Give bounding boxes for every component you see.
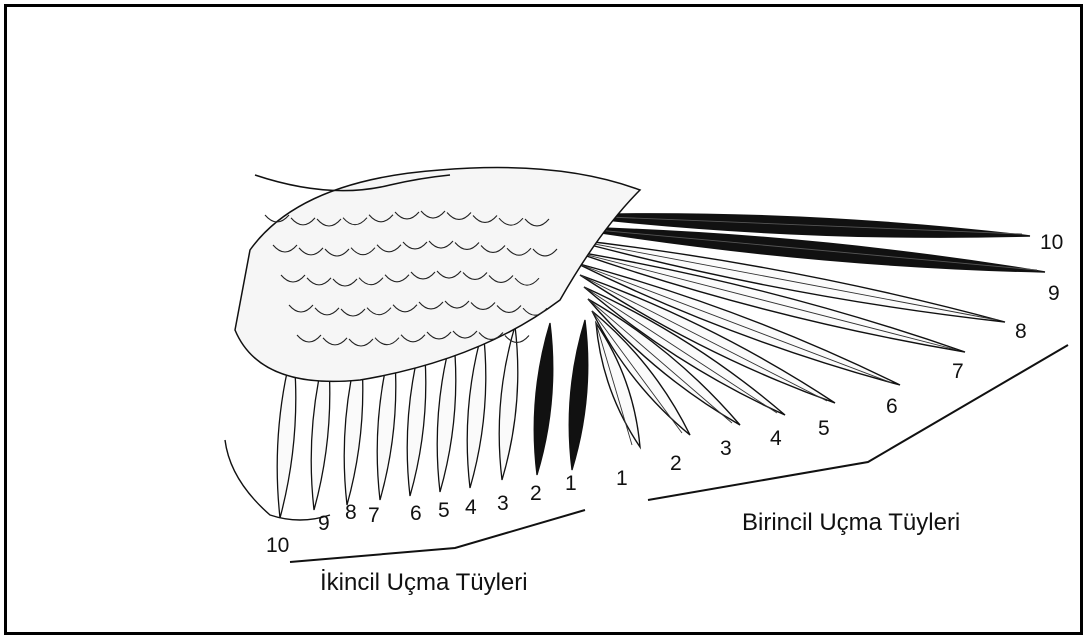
primary-number-1: 1 <box>616 467 628 490</box>
primary-feathers <box>560 214 1045 447</box>
primary-feathers-label: Birincil Uçma Tüyleri <box>742 509 960 536</box>
primary-number-7: 7 <box>952 360 964 383</box>
primary-number-6: 6 <box>886 395 898 418</box>
secondary-number-4: 4 <box>465 496 477 519</box>
secondary-number-7: 7 <box>368 504 380 527</box>
secondary-feathers-label: İkincil Uçma Tüyleri <box>320 569 528 596</box>
primary-number-3: 3 <box>720 437 732 460</box>
secondary-feather-4 <box>467 329 486 488</box>
primary-number-4: 4 <box>770 427 782 450</box>
secondary-feather-1 <box>569 320 588 470</box>
primary-number-5: 5 <box>818 417 830 440</box>
secondary-feather-2 <box>534 323 553 475</box>
primary-number-8: 8 <box>1015 320 1027 343</box>
secondary-number-2: 2 <box>530 482 542 505</box>
primary-number-9: 9 <box>1048 282 1060 305</box>
secondary-number-6: 6 <box>410 502 422 525</box>
secondary-number-3: 3 <box>497 492 509 515</box>
secondary-number-1: 1 <box>565 472 577 495</box>
primary-number-10: 10 <box>1040 231 1063 254</box>
secondary-number-10: 10 <box>266 534 289 557</box>
secondary-number-5: 5 <box>438 499 450 522</box>
secondary-number-9: 9 <box>318 512 330 535</box>
primary-number-2: 2 <box>670 452 682 475</box>
secondary-feather-3 <box>499 326 518 480</box>
secondary-number-8: 8 <box>345 501 357 524</box>
